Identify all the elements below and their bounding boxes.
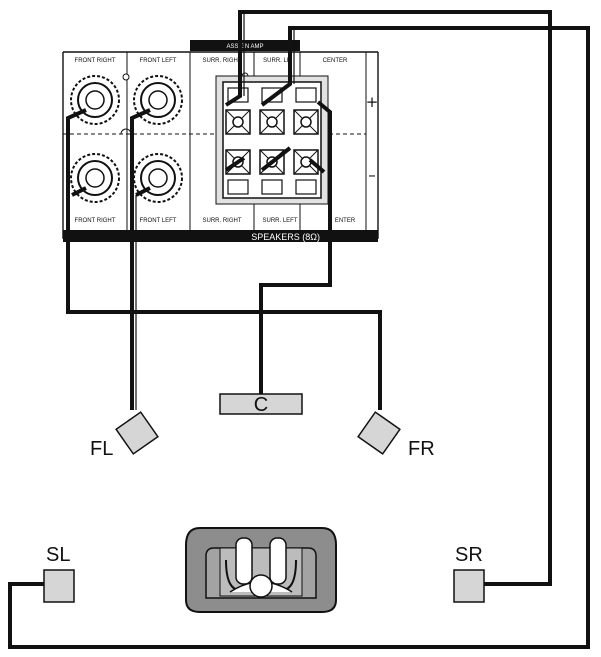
wire-front-right (66, 108, 382, 410)
wire-front-left (130, 108, 151, 410)
binding-post-front-left-minus (133, 153, 183, 203)
speaker-front-left-label: FL (90, 438, 113, 460)
speaker-front-left: FL (90, 411, 159, 460)
plus-symbol: + (366, 93, 379, 111)
speaker-wires (8, 10, 590, 649)
label-center-bottom: ENTER (335, 218, 356, 224)
speaker-surround-right: SR (453, 544, 485, 603)
speaker-center-label: C (254, 394, 268, 416)
speaker-front-right-label: FR (408, 438, 435, 460)
speakers-bar (63, 230, 378, 242)
speaker-surround-left: SL (43, 544, 75, 603)
speaker-surround-right-label: SR (455, 544, 483, 566)
listener-sofa (185, 527, 337, 613)
label-surr-right-top: SURR. RIGHT (203, 58, 242, 64)
label-center-top: CENTER (323, 58, 348, 64)
wire-surround-right (224, 10, 552, 586)
label-front-left-top: FRONT LEFT (140, 58, 177, 64)
assign-amp-label: ASSIGN AMP (226, 44, 263, 50)
binding-post-front-right-minus (70, 153, 120, 203)
speaker-center: C (219, 393, 303, 416)
speaker-surround-left-label: SL (46, 544, 70, 566)
label-front-right-top: FRONT RIGHT (75, 58, 116, 64)
speakers-impedance-label: SPEAKERS (8Ω) (251, 232, 320, 242)
binding-post-front-right-plus (70, 75, 120, 125)
speaker-front-right: FR (357, 411, 435, 460)
label-front-left-bottom: FRONT LEFT (140, 218, 177, 224)
label-surr-left-bottom: SURR. LEFT (262, 218, 297, 224)
minus-symbol: – (368, 166, 376, 184)
wire-surround-left (8, 26, 590, 649)
assign-amp-tab (190, 40, 300, 51)
label-surr-left-top: SURR. LE (263, 58, 291, 64)
binding-post-front-left-plus (133, 75, 183, 125)
listener-head (249, 574, 273, 598)
label-front-right-bottom: FRONT RIGHT (75, 218, 116, 224)
wire-center (259, 100, 332, 394)
label-surr-right-bottom: SURR. RIGHT (203, 218, 242, 224)
